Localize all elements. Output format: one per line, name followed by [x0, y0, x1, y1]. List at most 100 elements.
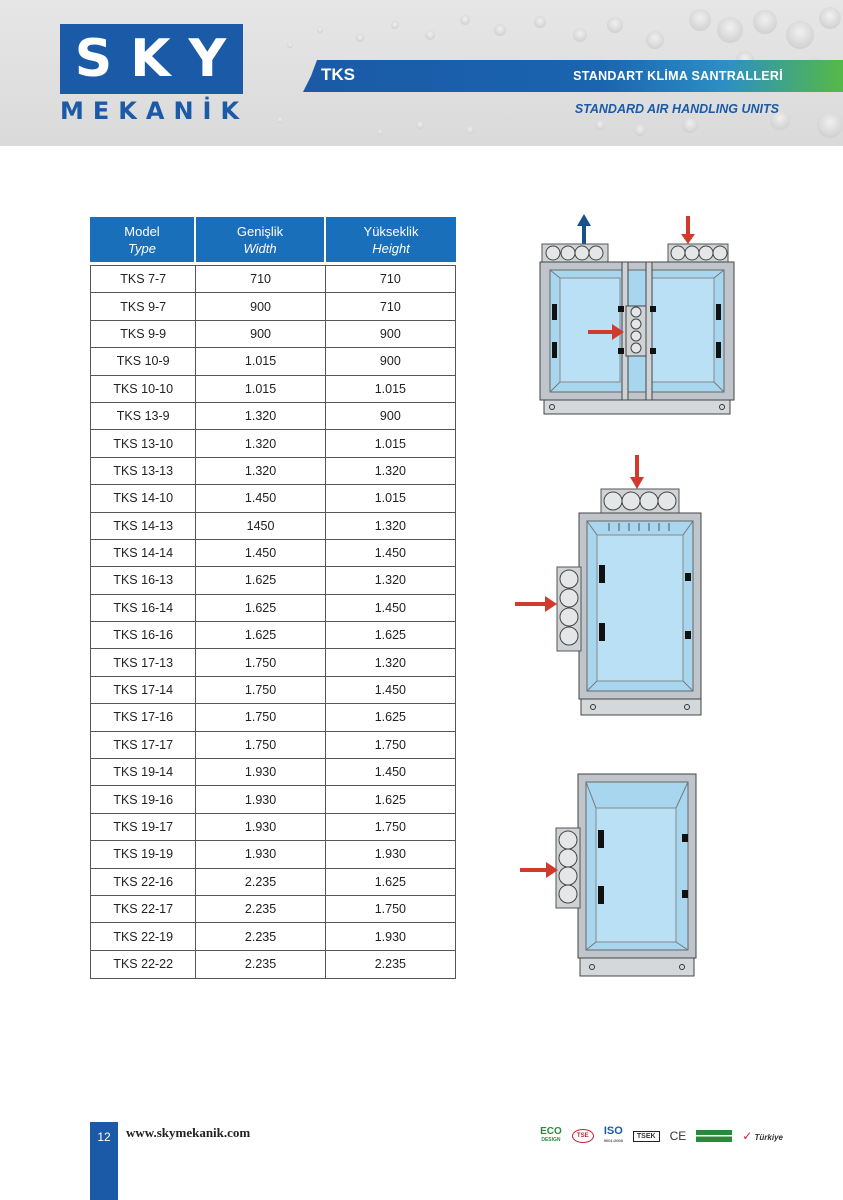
column-header-en: Width	[243, 240, 277, 256]
cell-model: TKS 10-10	[91, 375, 197, 402]
cell-height: 1.320	[374, 518, 406, 533]
turkiye-logo-text: Türkiye	[754, 1133, 783, 1142]
cell-width: 1.930	[196, 813, 326, 841]
section-code: TKS	[321, 65, 355, 84]
cell-width: 900	[196, 293, 326, 320]
iso-logo-sub: 9001:2008	[603, 1138, 623, 1143]
cell-width: 1.320	[196, 402, 326, 430]
cell-width: 1.625	[196, 567, 326, 594]
column-header-en: Type	[128, 240, 156, 256]
cell-width: 1.930	[196, 841, 326, 868]
cell-width: 1.750	[196, 704, 326, 731]
iso-logo: ISO 9001:2008	[603, 1126, 623, 1145]
cell-height: 1.625	[374, 874, 406, 889]
header-band: SKY MEKANİK TKS STANDART KLİMA SANTRALLE…	[0, 0, 843, 146]
cell-model: TKS 22-16	[91, 868, 197, 895]
logo-mekanik-text: MEKANİK	[60, 97, 249, 125]
cell-width: 900	[196, 320, 326, 348]
cell-height: 1.015	[374, 436, 406, 451]
eco-design-logo: ECO DESIGN	[540, 1127, 562, 1145]
cell-width: 2.235	[196, 895, 326, 923]
cell-height: 710	[379, 299, 401, 314]
tse-logo-text: TSE	[576, 1133, 589, 1139]
cell-model: TKS 16-16	[91, 622, 197, 649]
cell-width: 2.235	[196, 923, 326, 950]
cell-model: TKS 13-10	[91, 430, 197, 457]
unit-diagram-dual-fan	[539, 214, 735, 415]
tsek-logo: TSEK	[632, 1130, 660, 1142]
cell-width: 1.930	[196, 786, 326, 813]
cell-model: TKS 19-16	[91, 786, 197, 813]
column-header-height: Yükseklik Height	[326, 217, 456, 262]
cell-width: 1.015	[196, 375, 326, 402]
cell-height: 1.750	[374, 902, 406, 917]
cell-width: 1.625	[196, 622, 326, 649]
cell-height: 1.750	[374, 737, 406, 752]
cell-model: TKS 17-17	[91, 731, 197, 759]
column-header-tr: Genişlik	[236, 223, 284, 239]
cell-height: 1.930	[374, 847, 406, 862]
cell-height: 900	[379, 326, 401, 341]
unit-diagram-top-side-fan	[515, 455, 702, 716]
cell-height: 1.320	[374, 463, 406, 478]
cell-height: 900	[379, 409, 401, 424]
cell-model: TKS 14-13	[91, 512, 197, 539]
cell-model: TKS 10-9	[91, 348, 197, 375]
cell-height: 1.625	[374, 628, 406, 643]
cell-height: 1.450	[374, 683, 406, 698]
column-header-tr: Model	[124, 223, 160, 239]
green-cert-logo	[696, 1130, 733, 1142]
cell-model: TKS 22-22	[91, 950, 197, 979]
cell-model: TKS 7-7	[91, 266, 197, 293]
cell-width: 710	[196, 266, 326, 293]
turkiye-logo: ✓ Türkiye	[742, 1129, 783, 1143]
unit-diagram-side-fan	[520, 773, 697, 977]
cell-model: TKS 13-9	[91, 402, 197, 430]
page-number: 12	[90, 1122, 118, 1200]
cell-height: 1.450	[374, 600, 406, 615]
cell-model: TKS 22-19	[91, 923, 197, 950]
column-header-en: Height	[372, 240, 410, 256]
cell-width: 1.015	[196, 348, 326, 375]
cell-model: TKS 13-13	[91, 457, 197, 485]
page-title-tr: STANDART KLİMA SANTRALLERİ	[573, 69, 783, 83]
cell-model: TKS 17-16	[91, 704, 197, 731]
website-link[interactable]: www.skymekanik.com	[126, 1125, 251, 1140]
cell-model: TKS 17-13	[91, 649, 197, 676]
cell-width: 2.235	[196, 868, 326, 895]
page-title-en: STANDARD AIR HANDLING UNITS	[574, 102, 779, 116]
cell-model: TKS 17-14	[91, 676, 197, 704]
cell-height: 1.625	[374, 792, 406, 807]
cell-model: TKS 19-19	[91, 841, 197, 868]
cell-model: TKS 19-17	[91, 813, 197, 841]
cell-width: 1450	[196, 512, 326, 539]
column-header-model: Model Type	[90, 217, 196, 262]
cell-width: 1.450	[196, 539, 326, 567]
cell-height: 1.930	[374, 929, 406, 944]
cell-width: 1.750	[196, 676, 326, 704]
cell-model: TKS 14-14	[91, 539, 197, 567]
cell-model: TKS 19-14	[91, 759, 197, 786]
cell-width: 1.320	[196, 457, 326, 485]
cell-width: 1.320	[196, 430, 326, 457]
cell-width: 1.750	[196, 731, 326, 759]
column-header-tr: Yükseklik	[363, 223, 419, 239]
table-header: Model Type Genişlik Width Yükseklik Heig…	[90, 217, 456, 262]
cell-height: 1.015	[374, 381, 406, 396]
cell-height: 2.235	[374, 957, 406, 972]
